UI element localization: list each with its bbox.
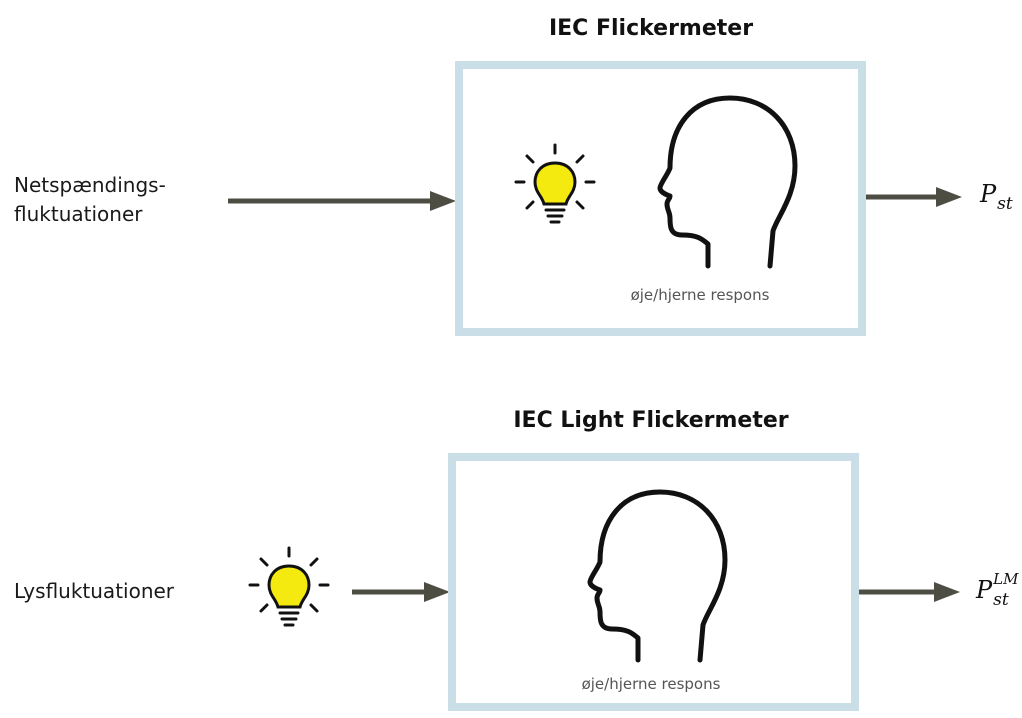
flickermeter-box [455,61,866,336]
head-icon [657,95,798,269]
lightbulb-icon [248,546,330,627]
top-box-caption: øje/hjerne respons [630,286,770,304]
voltage-fluctuation-label-line2: fluktuationer [14,202,143,226]
output-pst-lm-main: P [976,576,993,604]
output-pst-sub: st [997,194,1013,214]
flickermeter-title: IEC Flickermeter [548,16,754,41]
lightbulb-icon [514,143,596,224]
head-icon [587,489,728,663]
output-pst-lm-sup: LM [993,570,1019,588]
voltage-fluctuation-label-line1: Netspændings- [14,173,166,197]
output-pst-main: P [980,180,997,208]
arrow-right-icon [352,582,450,602]
arrow-right-icon [864,187,962,207]
output-pst: Pst [980,180,1013,214]
light-fluctuation-label: Lysfluktuationer [14,579,175,603]
arrow-right-icon [228,191,456,211]
voltage-fluctuation-label: Netspændings- fluktuationer [14,171,166,229]
bottom-box-caption: øje/hjerne respons [581,675,721,693]
arrow-right-icon [858,582,960,602]
light-flickermeter-box [448,453,859,711]
output-pst-lm-sub: st [993,590,1009,610]
light-flickermeter-title: IEC Light Flickermeter [513,408,789,433]
